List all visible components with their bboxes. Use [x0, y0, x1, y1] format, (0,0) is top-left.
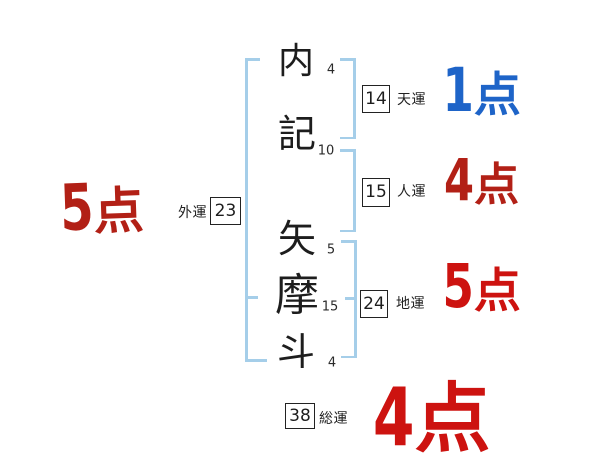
total-luck-score: 4点 — [359, 378, 491, 458]
person-bracket-bottom-tick — [340, 229, 355, 232]
name-char-5: 斗 — [276, 330, 316, 374]
earth-bracket-top-tick — [341, 240, 356, 243]
heaven-bracket-top-tick — [340, 58, 355, 61]
left-bracket-line — [245, 58, 248, 362]
outer-luck-score-unit: 点 — [92, 181, 145, 242]
outer-luck-label: 外運 — [178, 205, 207, 221]
name-char-1: 内 — [277, 41, 315, 82]
outer-luck-score: 5点 — [48, 171, 145, 247]
outer-luck-box: 23 — [210, 197, 241, 225]
heaven-luck-score-unit: 点 — [473, 68, 521, 123]
earth-luck-score-number: 5 — [442, 252, 474, 322]
heaven-luck-box: 14 — [362, 85, 390, 113]
earth-bracket-mid-tick — [345, 297, 356, 300]
left-bracket-bottom-tick — [245, 359, 267, 362]
earth-luck-box: 24 — [360, 290, 388, 318]
person-luck-box: 15 — [362, 178, 390, 207]
heaven-luck-score: 1点 — [432, 56, 521, 126]
total-luck-label: 総運 — [319, 411, 348, 427]
outer-luck-score-number: 5 — [58, 171, 95, 247]
name-char-3: 矢 — [277, 217, 317, 261]
left-bracket-mid-tick — [247, 296, 258, 299]
stroke-count-5: 4 — [327, 355, 337, 371]
stroke-count-3: 5 — [326, 242, 336, 258]
person-luck-label: 人運 — [397, 184, 426, 200]
earth-luck-score: 5点 — [432, 252, 521, 322]
earth-luck-label: 地運 — [396, 296, 425, 312]
stroke-count-2: 10 — [317, 143, 335, 159]
earth-luck-score-unit: 点 — [473, 264, 521, 319]
name-char-4: 摩 — [275, 270, 319, 321]
person-luck-score: 4点 — [434, 152, 519, 210]
earth-bracket-bottom-tick — [341, 355, 356, 358]
person-bracket-top-tick — [340, 149, 355, 152]
total-luck-box: 38 — [285, 403, 315, 429]
total-luck-score-number: 4 — [372, 371, 415, 464]
person-bracket-line — [353, 149, 356, 232]
stroke-count-4: 15 — [321, 299, 339, 315]
person-luck-score-unit: 点 — [474, 158, 520, 211]
person-luck-score-number: 4 — [444, 147, 475, 214]
heaven-luck-score-number: 1 — [442, 56, 474, 126]
heaven-bracket-bottom-tick — [340, 136, 355, 139]
heaven-luck-label: 天運 — [397, 92, 426, 108]
left-bracket-top-tick — [245, 58, 260, 61]
name-char-2: 記 — [277, 112, 317, 156]
total-luck-score-unit: 点 — [414, 374, 491, 463]
stroke-count-1: 4 — [326, 62, 336, 78]
heaven-bracket-line — [353, 58, 356, 139]
